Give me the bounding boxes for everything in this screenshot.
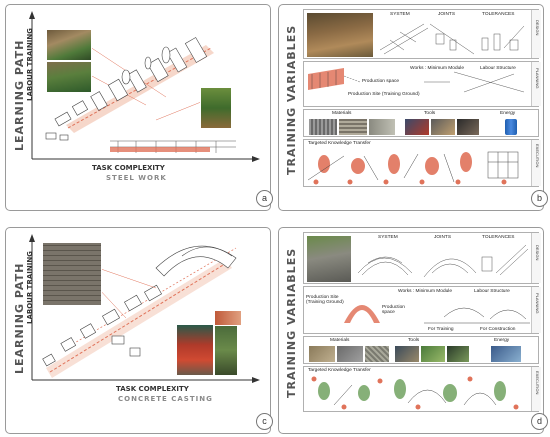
materials-label: Materials (330, 338, 350, 343)
training-variables-title: TRAINING VARIABLES (285, 24, 298, 175)
execution-row: Targeted Knowledge Transfer EXECUTION (303, 366, 541, 412)
planning-row: Works : Minimum Module Labour Structure … (303, 61, 541, 107)
knowledge-transfer-label: Targeted Knowledge Transfer (308, 368, 371, 373)
design-sketches (379, 23, 525, 55)
knowledge-transfer-label: Targeted Knowledge Transfer (308, 141, 371, 146)
labour-structure-label: Labour Structure (480, 66, 516, 71)
for-construction-label: For Construction (480, 327, 516, 332)
concrete-casting-axonometric-diagram (29, 234, 260, 383)
design-side-label: DESIGN (531, 10, 541, 58)
concrete-mould-photo (306, 235, 352, 283)
energy-photo (490, 345, 522, 363)
design-sketches (357, 244, 529, 278)
materials-photo-1 (308, 345, 336, 363)
execution-side-label: EXECUTION (531, 140, 541, 186)
tools-photo-2 (420, 345, 446, 363)
planning-row: Works : Minimum Module Labour Structure … (303, 286, 541, 334)
concrete-block-stack-photo (42, 242, 102, 306)
execution-row: Targeted Knowledge Transfer EXECUTION (303, 139, 541, 187)
joints-header: JOINTS (438, 12, 456, 17)
labour-structure-label: Labour Structure (474, 289, 510, 294)
panel-b-steel-training-variables: TRAINING VARIABLES SYSTEM JOINTS TOLERAN… (278, 4, 544, 211)
steel-roof-photo (46, 29, 92, 61)
formwork-detail-photo (214, 310, 242, 326)
energy-label: Energy (500, 111, 516, 116)
learning-path-title: LEARNING PATH (13, 39, 26, 151)
design-row: SYSTEM JOINTS TOLERANCES DESIGN (303, 232, 541, 284)
worker-figures (311, 376, 519, 410)
tools-photo-3 (456, 118, 480, 136)
learning-path-title: LEARNING PATH (13, 262, 26, 374)
planning-diagram (344, 305, 530, 324)
materials-photo-3 (364, 345, 390, 363)
steel-work-label: STEEL WORK (106, 174, 167, 182)
materials-label: Materials (332, 111, 352, 116)
panel-c-concrete-learning-path: LEARNING PATH LABOUR TRAINING TASK COMPL… (5, 227, 271, 434)
design-row: SYSTEM JOINTS TOLERANCES DESIGN (303, 9, 541, 59)
panel-tag-a: a (256, 190, 273, 207)
tools-photo-1 (394, 345, 420, 363)
labour-training-label: LABOUR TRAINING (26, 28, 34, 101)
materials-photo-1 (308, 118, 338, 136)
panel-tag-c: c (256, 413, 273, 430)
steel-workshop-photo (306, 12, 374, 58)
panel-a-steel-learning-path: LEARNING PATH LABOUR TRAINING TASK COMPL… (5, 4, 271, 211)
materials-photo-2 (338, 118, 368, 136)
production-site-label: Production Site (Training Ground) (348, 92, 420, 97)
steel-work-axonometric-diagram (29, 11, 260, 162)
production-site-label: Production Site (Training Ground) (306, 295, 344, 305)
resources-row: Materials Tools Energy (303, 109, 539, 137)
for-training-label: For Training (428, 327, 454, 332)
tools-label: Tools (424, 111, 436, 116)
works-minimum-module-label: Works : Minimum Module (410, 66, 465, 71)
execution-side-label: EXECUTION (531, 367, 541, 411)
planning-side-label: PLANNING (531, 62, 541, 106)
planning-diagram (308, 68, 525, 93)
panel-tag-d: d (531, 413, 548, 430)
materials-photo-2 (336, 345, 364, 363)
tools-photo-3 (446, 345, 470, 363)
tools-photo-1 (404, 118, 430, 136)
design-side-label: DESIGN (531, 233, 541, 283)
steel-column-photo (200, 87, 232, 129)
concrete-arch-photo (214, 324, 238, 376)
concrete-vault-photo (176, 324, 214, 376)
tolerances-header: TOLERANCES (482, 235, 515, 240)
worker-figures (307, 151, 519, 185)
production-space-label: Production space (362, 79, 400, 84)
joints-header: JOINTS (434, 235, 452, 240)
tolerances-header: TOLERANCES (482, 12, 515, 17)
works-minimum-module-label: Works : Minimum Module (398, 289, 453, 294)
panel-tag-b: b (531, 190, 548, 207)
steel-frame-forest-photo (46, 61, 92, 93)
production-space-label: Production space (382, 305, 405, 315)
energy-cylinder-photo (504, 118, 518, 136)
tools-label: Tools (408, 338, 420, 343)
concrete-casting-label: CONCRETE CASTING (118, 395, 213, 403)
task-complexity-label: TASK COMPLEXITY (92, 164, 165, 172)
resources-row: Materials Tools Energy (303, 336, 539, 364)
training-variables-title: TRAINING VARIABLES (285, 247, 298, 398)
tools-photo-2 (430, 118, 456, 136)
panel-d-concrete-training-variables: TRAINING VARIABLES SYSTEM JOINTS TOLERAN… (278, 227, 544, 434)
energy-label: Energy (494, 338, 510, 343)
labour-training-label: LABOUR TRAINING (26, 251, 34, 324)
task-complexity-label: TASK COMPLEXITY (116, 385, 189, 393)
materials-photo-3 (368, 118, 396, 136)
system-header: SYSTEM (378, 235, 398, 240)
planning-side-label: PLANNING (531, 287, 541, 333)
system-header: SYSTEM (390, 12, 410, 17)
